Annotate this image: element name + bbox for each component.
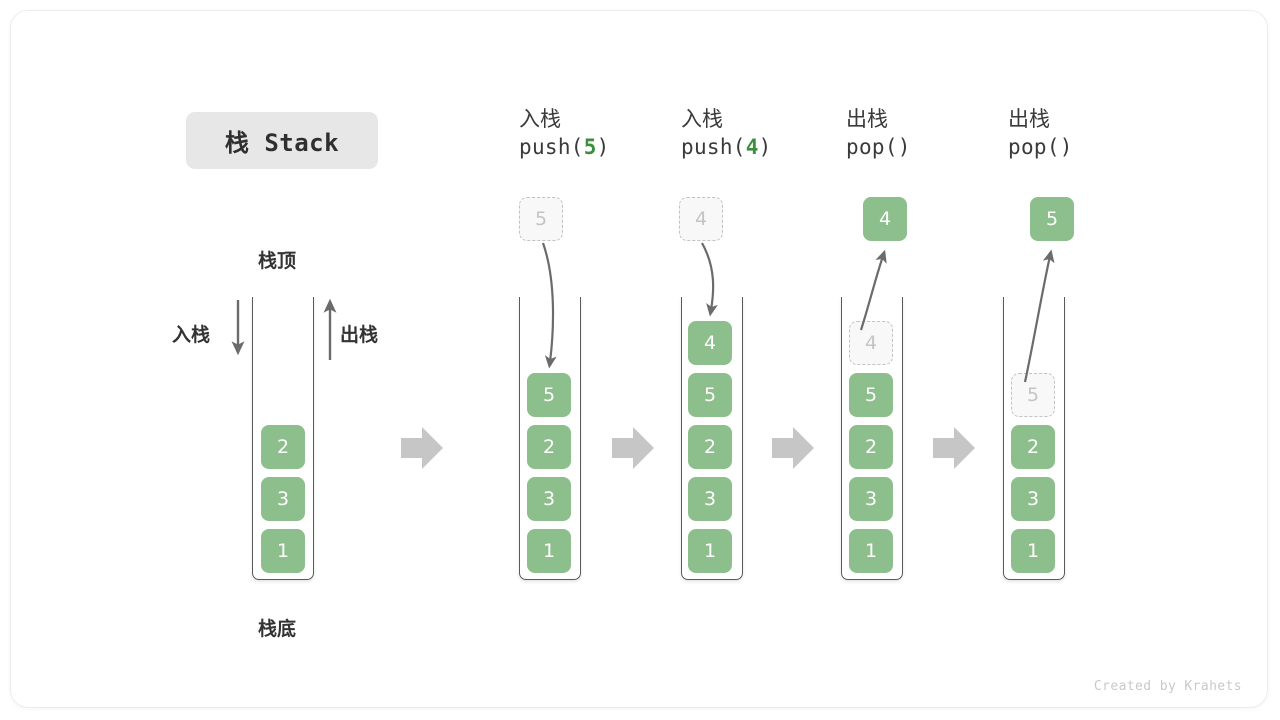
stack-cell: 3 xyxy=(849,477,893,521)
step-header-cn: 入栈 xyxy=(519,107,561,131)
stack-cell: 2 xyxy=(688,425,732,469)
credit-text: Created by Krahets xyxy=(1093,679,1242,694)
stack-cell: 2 xyxy=(527,425,571,469)
floating-popped-cell: 5 xyxy=(1030,197,1074,241)
step-header-push4: 入栈 push(4) xyxy=(681,106,851,162)
code-argument: 5 xyxy=(583,135,597,159)
code-suffix: ) xyxy=(897,135,911,159)
code-prefix: pop( xyxy=(1008,135,1060,159)
code-prefix: pop( xyxy=(846,135,898,159)
step-header-pop1: 出栈 pop() xyxy=(846,106,1016,162)
step-header-code: pop() xyxy=(846,132,1016,162)
step-header-cn: 出栈 xyxy=(846,107,888,131)
stack-cell: 1 xyxy=(849,529,893,573)
stack-cell: 3 xyxy=(688,477,732,521)
step-header-code: pop() xyxy=(1008,132,1178,162)
stack-cell: 1 xyxy=(1011,529,1055,573)
stack-cell: 3 xyxy=(527,477,571,521)
step-header-cn: 出栈 xyxy=(1008,107,1050,131)
code-suffix: ) xyxy=(758,135,772,159)
stack-cell: 2 xyxy=(1011,425,1055,469)
stack-cell: 1 xyxy=(527,529,571,573)
stack-cell: 1 xyxy=(688,529,732,573)
floating-popped-cell: 4 xyxy=(863,197,907,241)
code-suffix: ) xyxy=(1059,135,1073,159)
stack-cell: 1 xyxy=(261,529,305,573)
stack-cell: 5 xyxy=(527,373,571,417)
push-label: 入栈 xyxy=(172,324,211,346)
stack-cell-ghost: 5 xyxy=(1011,373,1055,417)
step-header-cn: 入栈 xyxy=(681,107,723,131)
code-argument: 4 xyxy=(745,135,759,159)
stack-cell: 5 xyxy=(849,373,893,417)
diagram-title: 栈 Stack xyxy=(186,112,378,169)
stack-cell-ghost: 4 xyxy=(849,321,893,365)
stack-cell: 2 xyxy=(849,425,893,469)
pop-label: 出栈 xyxy=(340,324,379,346)
floating-ghost-cell: 5 xyxy=(519,197,563,241)
step-header-code: push(4) xyxy=(681,132,851,162)
step-header-push5: 入栈 push(5) xyxy=(519,106,689,162)
floating-ghost-cell: 4 xyxy=(679,197,723,241)
step-header-code: push(5) xyxy=(519,132,689,162)
stack-cell: 4 xyxy=(688,321,732,365)
stack-cell: 2 xyxy=(261,425,305,469)
code-prefix: push( xyxy=(519,135,584,159)
stack-top-label: 栈顶 xyxy=(258,250,297,272)
stack-cell: 3 xyxy=(261,477,305,521)
stack-bottom-label: 栈底 xyxy=(258,618,297,640)
code-suffix: ) xyxy=(596,135,610,159)
stack-cell: 5 xyxy=(688,373,732,417)
code-prefix: push( xyxy=(681,135,746,159)
step-header-pop2: 出栈 pop() xyxy=(1008,106,1178,162)
stack-cell: 3 xyxy=(1011,477,1055,521)
